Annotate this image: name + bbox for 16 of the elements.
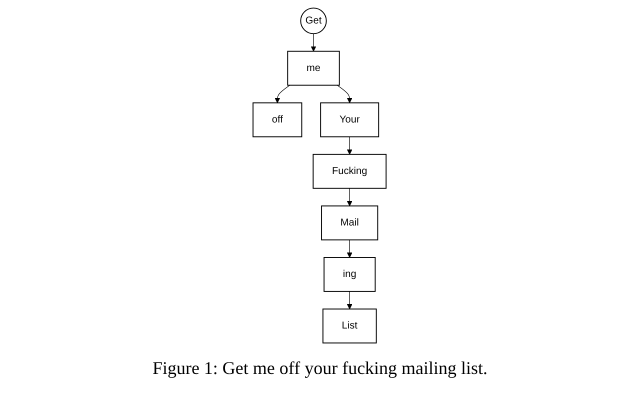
node-box: me [288, 50, 340, 86]
node-box: Your [320, 102, 380, 137]
arrow [347, 136, 353, 154]
arrow [347, 290, 353, 309]
figure-caption: Figure 1: Get me off your fucking mailing list. [151, 358, 489, 379]
node-box: Mail [322, 204, 379, 240]
node-box: Fucking [313, 153, 387, 188]
arrow [347, 239, 353, 258]
node-box: ing [324, 256, 376, 292]
arrow [275, 84, 290, 103]
arrow [347, 188, 353, 206]
node-box: off [253, 102, 303, 137]
arrow [337, 84, 353, 103]
node-circle: Get [300, 7, 328, 34]
arrow [311, 32, 317, 52]
node-box: List [322, 308, 378, 343]
